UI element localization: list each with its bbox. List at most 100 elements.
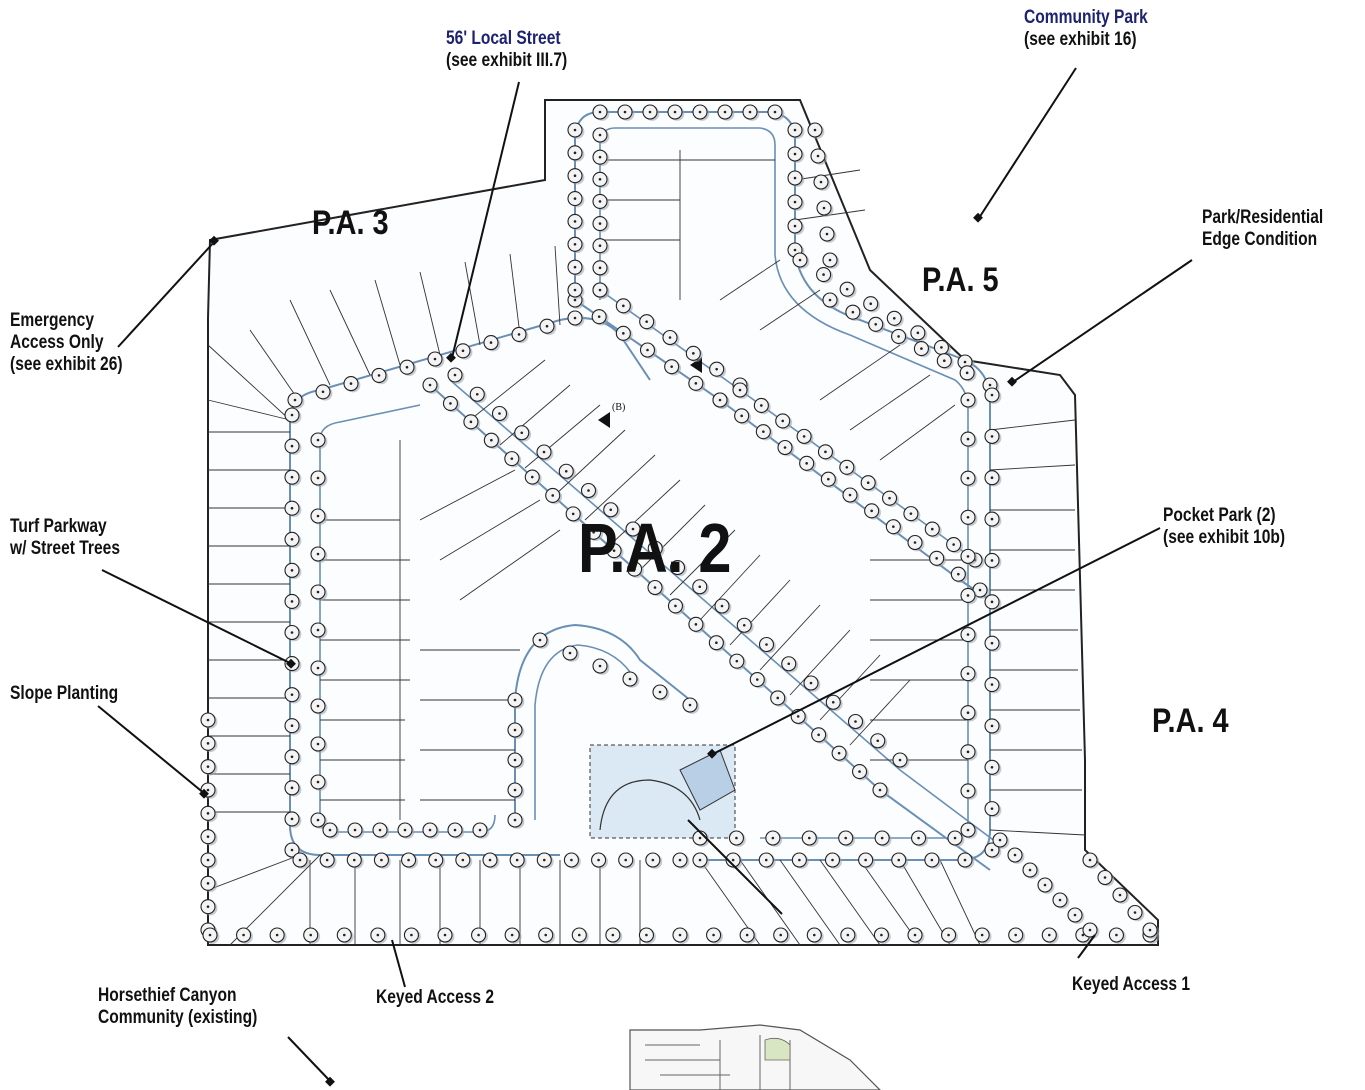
- street-tree-trunk: [745, 933, 749, 937]
- street-tree-trunk: [742, 623, 746, 627]
- street-tree-trunk: [461, 858, 465, 862]
- street-tree-trunk: [978, 588, 982, 592]
- section-marker-label: (B): [612, 402, 625, 413]
- street-tree-trunk: [206, 882, 210, 885]
- street-tree-trunk: [428, 828, 432, 832]
- street-tree-trunk: [376, 933, 380, 937]
- lot-lines: [207, 150, 1086, 946]
- street-tree-trunk: [587, 489, 590, 492]
- street-tree-trunk: [966, 672, 970, 675]
- street-tree-trunk: [477, 933, 480, 937]
- street-tree-trunk: [206, 835, 210, 838]
- street-tree-trunk: [776, 696, 780, 700]
- street-tree-trunk: [598, 177, 602, 181]
- street-tree-trunk: [963, 858, 967, 862]
- turf-parkway-callout: Turf Parkway w/ Street Trees: [10, 516, 120, 560]
- street-tree-trunk: [688, 703, 692, 707]
- street-tree-trunk: [1133, 911, 1137, 914]
- street-tree-trunk: [1013, 853, 1017, 857]
- street-tree-trunk: [544, 933, 548, 937]
- street-tree-trunk: [489, 341, 493, 344]
- street-tree-trunk: [1028, 868, 1032, 872]
- street-tree-trunk: [831, 700, 835, 704]
- street-tree-trunk: [290, 755, 294, 759]
- street-tree-trunk: [668, 336, 672, 339]
- street-tree-trunk: [453, 828, 457, 832]
- street-tree-trunk: [837, 751, 841, 755]
- street-tree-trunk: [453, 373, 457, 377]
- street-tree-trunk: [990, 765, 994, 769]
- street-tree-trunk: [353, 828, 357, 832]
- street-trees: [200, 104, 1160, 944]
- street-tree-trunk: [490, 438, 493, 442]
- street-tree-trunk: [720, 604, 724, 608]
- street-tree-trunk: [796, 715, 800, 718]
- pocket-park-title: Pocket Park (2): [1163, 505, 1276, 526]
- street-tree-trunk: [698, 858, 702, 862]
- street-tree-trunk: [612, 549, 616, 552]
- street-tree-trunk: [573, 151, 577, 155]
- street-tree-trunk: [623, 110, 627, 114]
- street-tree-trunk: [571, 512, 575, 516]
- street-tree-trunk: [352, 858, 356, 862]
- street-tree-trunk: [674, 604, 677, 608]
- street-tree-trunk: [461, 349, 465, 353]
- street-tree-trunk: [935, 557, 938, 560]
- street-tree-trunk: [715, 367, 718, 371]
- street-tree-trunk: [316, 666, 320, 670]
- street-tree-trunk: [957, 572, 960, 576]
- street-tree-trunk: [715, 641, 718, 645]
- street-tree-trunk: [609, 508, 613, 512]
- street-tree-trunk: [328, 828, 332, 832]
- street-tree-trunk: [316, 742, 320, 746]
- street-tree-trunk: [478, 828, 482, 832]
- street-tree-trunk: [290, 537, 294, 541]
- street-tree-trunk: [876, 739, 880, 743]
- street-tree-trunk: [290, 569, 294, 572]
- street-tree-trunk: [824, 450, 827, 454]
- street-tree-trunk: [316, 590, 320, 594]
- leader-lines: [97, 67, 1193, 1083]
- street-tree-trunk: [598, 266, 602, 270]
- street-tree-trunk: [598, 133, 602, 137]
- street-tree-trunk: [848, 493, 852, 497]
- street-tree-trunk: [598, 288, 602, 292]
- street-tree-trunk: [988, 383, 992, 387]
- street-tree-trunk: [692, 352, 695, 355]
- community-park-title: Community Park: [1024, 7, 1148, 28]
- street-tree-trunk: [530, 475, 534, 479]
- street-tree-trunk: [622, 304, 625, 308]
- street-tree-trunk: [598, 664, 602, 668]
- street-tree-trunk: [990, 683, 994, 686]
- street-tree-trunk: [793, 248, 797, 252]
- street-tree-trunk: [953, 836, 957, 840]
- keyed-access-1-title: Keyed Access 1: [1072, 974, 1191, 995]
- community-park-ref: (see exhibit 16): [1024, 29, 1137, 50]
- street-tree-trunk: [947, 933, 950, 937]
- street-tree-trunk: [990, 435, 994, 438]
- street-tree-trunk: [568, 651, 572, 655]
- street-tree-trunk: [864, 858, 867, 862]
- inner-loop-street: [514, 623, 691, 825]
- street-tree-trunk: [940, 346, 943, 349]
- street-tree-trunk: [206, 788, 210, 792]
- street-tree-trunk: [966, 789, 970, 793]
- street-tree-trunk: [880, 933, 883, 937]
- street-tree-trunk: [678, 933, 682, 937]
- street-tree-trunk: [673, 110, 677, 114]
- street-tree-trunk: [990, 517, 994, 521]
- street-tree-trunk: [646, 348, 649, 352]
- street-tree-trunk: [779, 933, 783, 937]
- street-tree-trunk: [812, 933, 816, 937]
- street-tree-trunk: [966, 594, 970, 597]
- street-tree-trunk: [633, 567, 636, 571]
- street-tree-trunk: [316, 818, 320, 822]
- street-tree-trunk: [316, 780, 320, 784]
- street-tree-trunk: [825, 232, 829, 236]
- local-street-ref: (see exhibit III.7): [446, 50, 568, 71]
- pa4-label: P.A. 4: [1152, 702, 1229, 740]
- street-tree-trunk: [206, 812, 210, 815]
- emergency-access-ref: (see exhibit 26): [10, 354, 123, 375]
- street-tree-trunk: [809, 681, 813, 685]
- street-tree-trunk: [787, 662, 791, 666]
